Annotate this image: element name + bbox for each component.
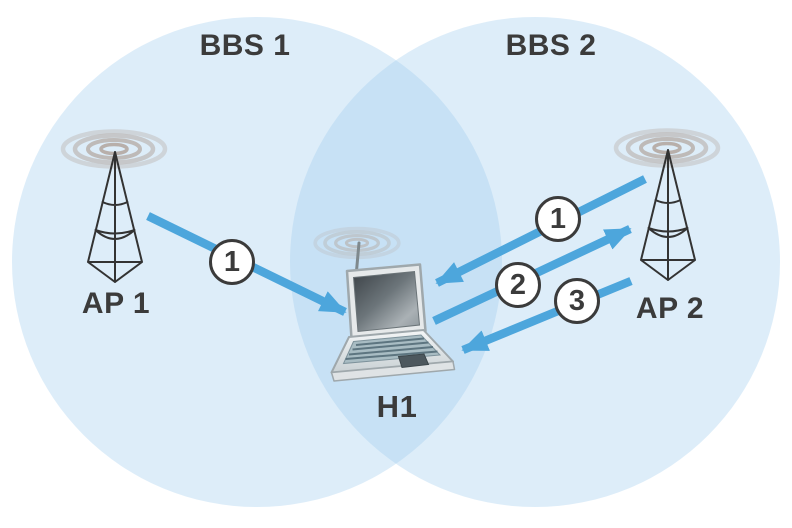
bss1-label: BBS 1 [199, 29, 291, 62]
laptop-key-rows [345, 337, 438, 360]
ap2-label: AP 2 [635, 292, 705, 325]
ap1-label: AP 1 [81, 287, 151, 320]
bss2-label: BBS 2 [505, 29, 597, 62]
bss2-coverage-circle [290, 17, 780, 507]
host-label: H1 [376, 389, 418, 424]
ap2-antenna-tower-icon [640, 149, 696, 281]
arrow-ap2-to-h1-frame3 [461, 277, 633, 354]
step-badge-ap2-frame3: 3 [554, 278, 600, 324]
laptop-trackpad [397, 353, 430, 369]
ap1-antenna-tower-icon [87, 151, 143, 283]
laptop-icon [313, 226, 456, 382]
step-badge-h1-frame2: 2 [495, 262, 541, 308]
step-badge-ap2-frame1: 1 [535, 196, 581, 242]
laptop-antenna [355, 241, 361, 273]
laptop-screen [352, 270, 421, 333]
step-badge-ap1-frame1: 1 [209, 239, 255, 285]
